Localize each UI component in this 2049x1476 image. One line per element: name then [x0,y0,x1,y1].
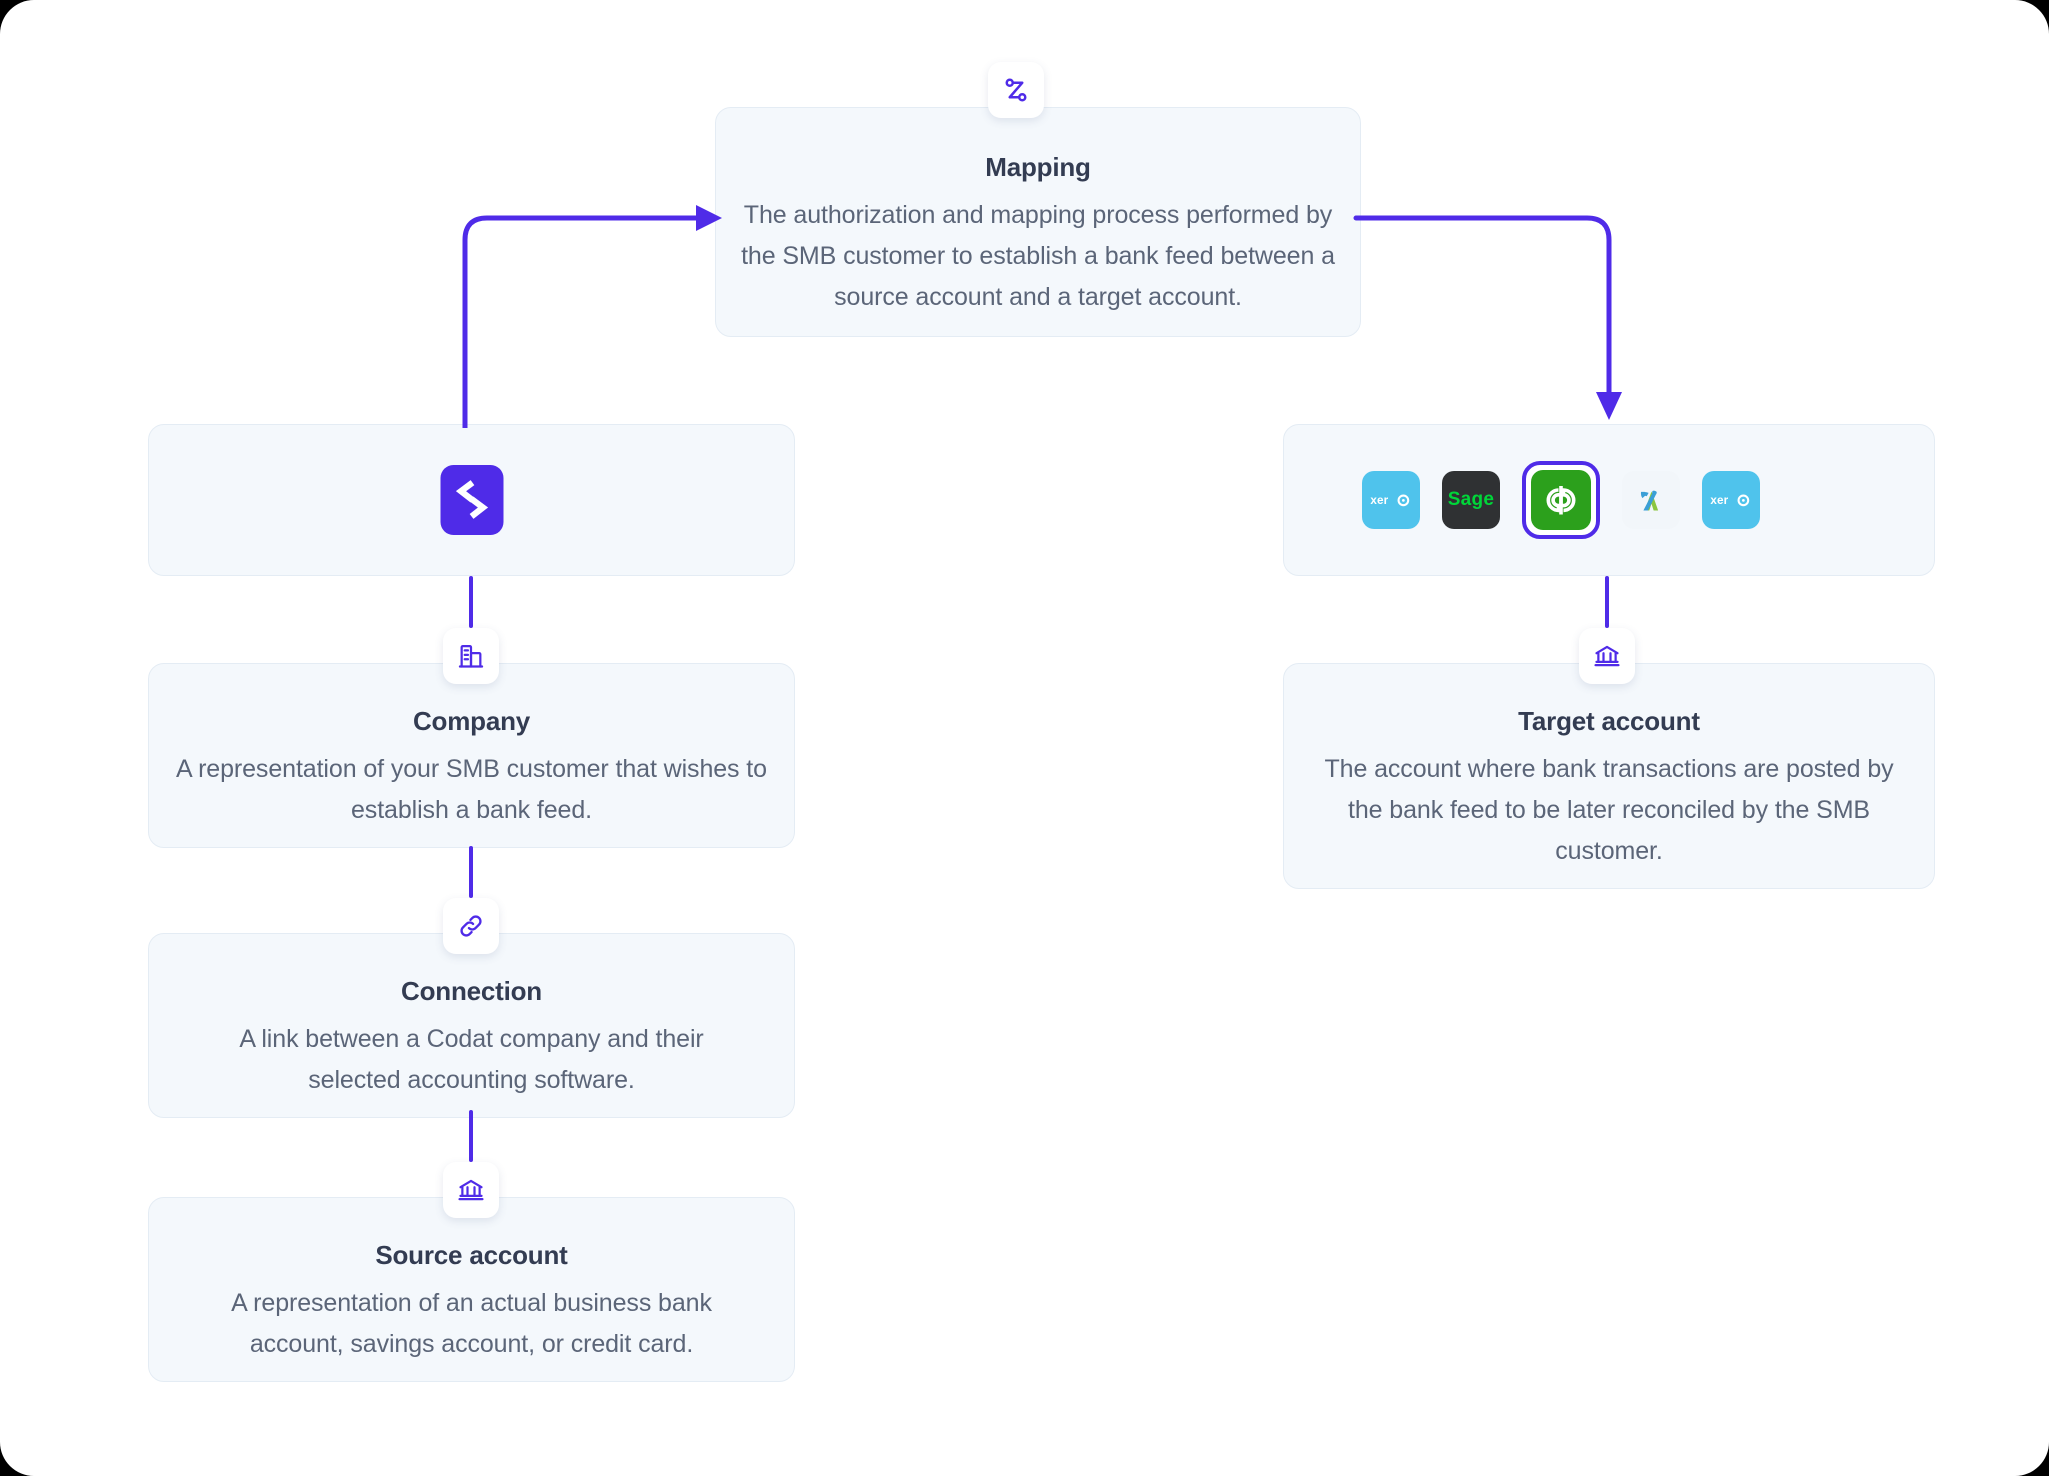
accounting-software-box: xer Sage [1283,424,1935,576]
software-tile-xero-1[interactable]: xer [1362,471,1420,529]
target-account-title: Target account [1518,706,1700,736]
connection-description: A link between a Codat company and their… [239,1025,704,1094]
connector-company-to-connection [469,846,473,898]
target-account-icon-badge [1579,628,1635,684]
connection-icon-badge [443,898,499,954]
svg-text:xer: xer [1370,494,1388,507]
company-icon-badge [443,628,499,684]
mapping-card: Mapping The authorization and mapping pr… [715,107,1361,337]
target-account-description: The account where bank transactions are … [1324,755,1894,865]
connection-title: Connection [401,976,542,1006]
software-tile-quickbooks-selected[interactable] [1522,461,1600,539]
company-description: A representation of your SMB customer th… [176,755,767,824]
xero-logo-icon: xer [1370,494,1410,507]
connector-codat-to-company [469,576,473,628]
company-card: Company A representation of your SMB cus… [148,663,795,848]
mapping-title: Mapping [985,152,1091,182]
mapping-description: The authorization and mapping process pe… [741,201,1335,311]
connector-connection-to-source [469,1110,473,1162]
xero-logo-icon: xer [1710,494,1750,507]
company-title: Company [412,706,531,736]
svg-text:xer: xer [1710,494,1728,507]
bank-icon [1593,642,1621,670]
software-tile-freeagent[interactable] [1622,471,1680,529]
arrow-codat-to-mapping [462,205,722,428]
source-account-description: A representation of an actual business b… [231,1289,712,1358]
software-tile-xero-2[interactable]: xer [1702,471,1760,529]
freeagent-logo-icon [1640,490,1659,511]
source-account-icon-badge [443,1162,499,1218]
quickbooks-logo-icon [1531,470,1591,530]
link-icon [457,912,485,940]
software-tile-sage[interactable]: Sage [1442,471,1500,529]
connector-software-to-target [1605,576,1609,628]
mapping-icon-badge [988,62,1044,118]
mapping-route-icon [1001,75,1031,105]
software-logo-row: xer Sage [1362,461,1760,539]
source-account-card: Source account A representation of an ac… [148,1197,795,1382]
building-icon [457,642,485,670]
bank-icon [457,1176,485,1204]
connection-card: Connection A link between a Codat compan… [148,933,795,1118]
target-account-card: Target account The account where bank tr… [1283,663,1935,889]
codat-logo-icon [440,465,503,535]
codat-platform-box [148,424,795,576]
arrow-mapping-to-software [1353,215,1622,420]
source-account-title: Source account [375,1240,568,1270]
sage-logo-icon: Sage [1447,489,1495,510]
